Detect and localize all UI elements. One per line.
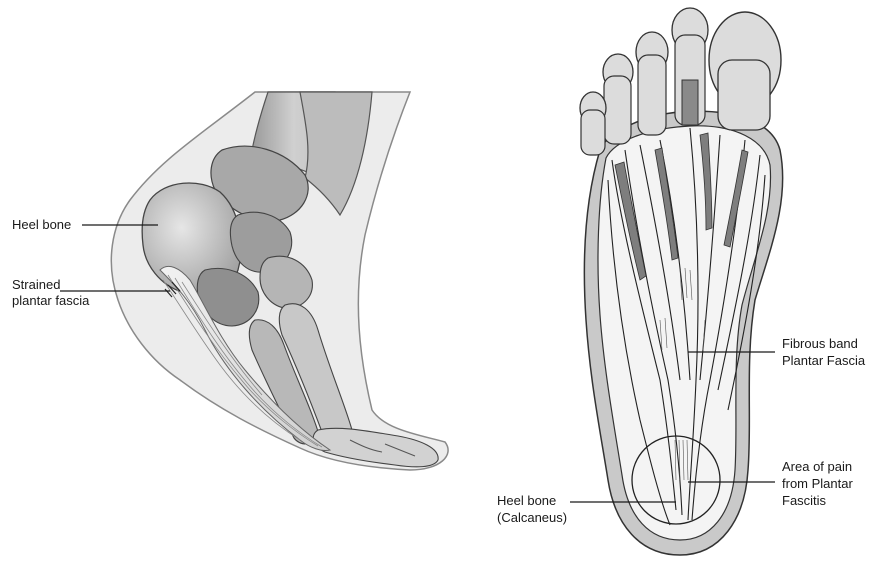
big-toe-base	[718, 60, 770, 130]
label-calc-line1: Heel bone	[497, 493, 556, 509]
label-calc-line2: (Calcaneus)	[497, 510, 567, 526]
label-fibrous-line2: Plantar Fascia	[782, 353, 865, 369]
label-heel-bone: Heel bone	[12, 217, 71, 233]
label-strained-line2: plantar fascia	[12, 293, 89, 309]
label-pain-line1: Area of pain	[782, 459, 852, 475]
label-strained-line1: Strained	[12, 277, 60, 293]
label-pain-line3: Fascitis	[782, 493, 826, 509]
label-pain-line2: from Plantar	[782, 476, 853, 492]
label-fibrous-line1: Fibrous band	[782, 336, 858, 352]
